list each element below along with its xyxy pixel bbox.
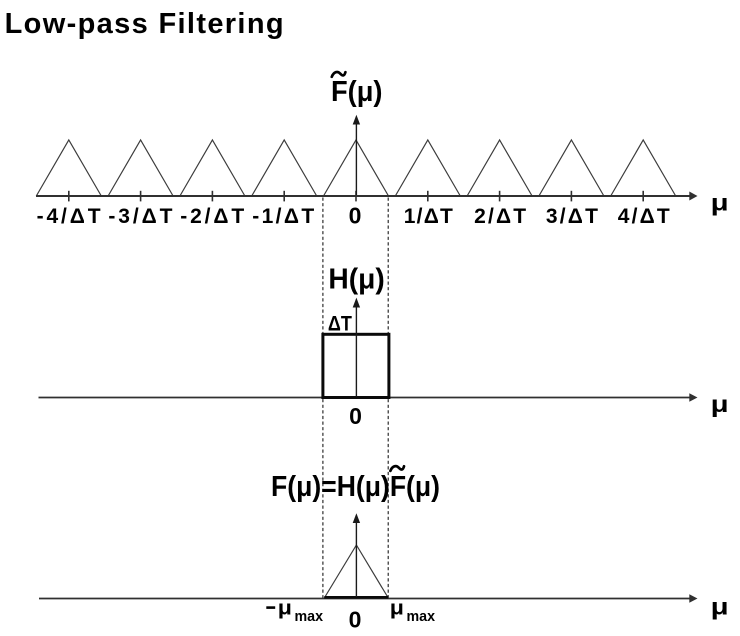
svg-text:0: 0 bbox=[349, 606, 362, 632]
svg-text:μ: μ bbox=[711, 391, 729, 417]
svg-text:-1/ΔT: -1/ΔT bbox=[252, 205, 314, 228]
svg-text:max: max bbox=[407, 608, 436, 625]
svg-text:max: max bbox=[295, 608, 324, 625]
svg-text:2/ΔT: 2/ΔT bbox=[474, 205, 526, 228]
svg-text:0: 0 bbox=[349, 403, 362, 429]
svg-text:F(μ)=H(μ)F(μ): F(μ)=H(μ)F(μ) bbox=[271, 471, 440, 503]
svg-text:0: 0 bbox=[349, 203, 362, 229]
svg-text:F(μ): F(μ) bbox=[331, 76, 383, 108]
svg-text:1/ΔT: 1/ΔT bbox=[404, 205, 453, 228]
svg-text:H(μ): H(μ) bbox=[328, 264, 384, 296]
svg-text:μ: μ bbox=[711, 190, 729, 216]
svg-text:μ: μ bbox=[390, 598, 404, 620]
svg-text:μ: μ bbox=[278, 598, 292, 620]
svg-text:μ: μ bbox=[711, 594, 729, 620]
svg-text:Low-pass Filtering: Low-pass Filtering bbox=[5, 8, 284, 40]
svg-text:3/ΔT: 3/ΔT bbox=[546, 205, 598, 228]
svg-text:4/ΔT: 4/ΔT bbox=[618, 205, 670, 228]
svg-text:ΔT: ΔT bbox=[328, 312, 352, 335]
